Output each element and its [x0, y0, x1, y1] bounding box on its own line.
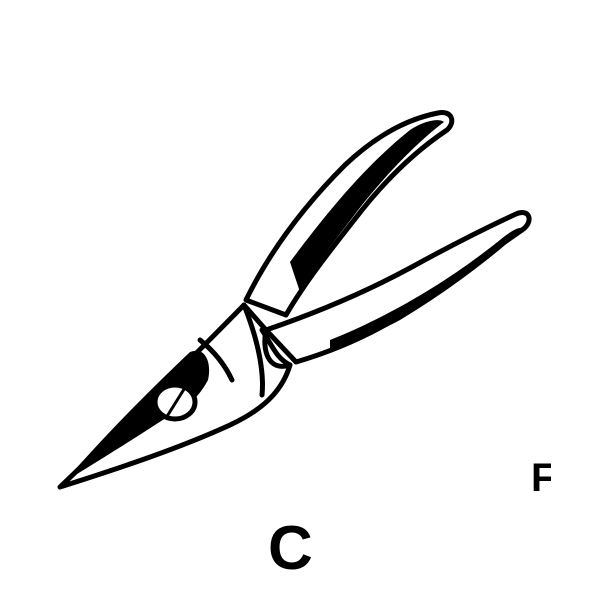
partial-figure-label: F: [531, 458, 551, 498]
figure-label: C: [268, 514, 313, 583]
upper-grip-shading: [290, 120, 444, 292]
upper-handle: [243, 110, 455, 318]
lower-grip-shading: [330, 228, 522, 348]
head-edge: [197, 337, 235, 383]
pivot-line-2: [259, 327, 293, 368]
pivot-line: [241, 302, 265, 398]
